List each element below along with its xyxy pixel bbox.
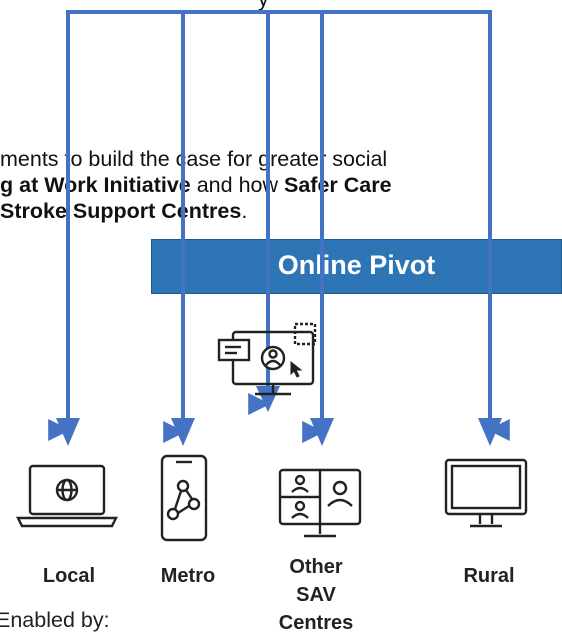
enabled-by-text: Enabled by:	[0, 608, 110, 632]
intro-text: y ments to build the case for greater so…	[0, 0, 562, 240]
intro-run: Safer Care	[283, 173, 392, 197]
label-other-sav-centres: Other SAV Centres	[266, 553, 366, 637]
online-pivot-banner: Online Pivot	[151, 239, 562, 294]
label-rural: Rural	[463, 565, 515, 587]
label-local: Local	[42, 565, 96, 587]
intro-run: Stroke Support Centres	[0, 199, 242, 223]
laptop-globe-icon	[16, 464, 118, 528]
banner-label: Online Pivot	[277, 250, 436, 280]
intro-line-2: g at Work Initiative and how Safer Care	[0, 172, 392, 198]
intro-run: and how	[190, 173, 284, 197]
label-other-line-2: SAV	[296, 584, 336, 606]
intro-run: g at Work Initiative	[0, 173, 191, 197]
intro-run: .	[241, 199, 248, 223]
label-other-line-3: Centres	[278, 612, 354, 634]
top-fragment: y	[258, 0, 269, 12]
smartphone-network-icon	[160, 454, 208, 542]
monitor-icon	[444, 458, 528, 528]
arrow-local	[48, 10, 510, 441]
label-other-line-1: Other	[289, 556, 343, 578]
video-conference-monitor-icon	[278, 468, 362, 538]
intro-line-3: Stroke Support Centres.	[0, 198, 247, 224]
label-metro: Metro	[160, 565, 216, 587]
online-meeting-icon	[217, 322, 317, 396]
